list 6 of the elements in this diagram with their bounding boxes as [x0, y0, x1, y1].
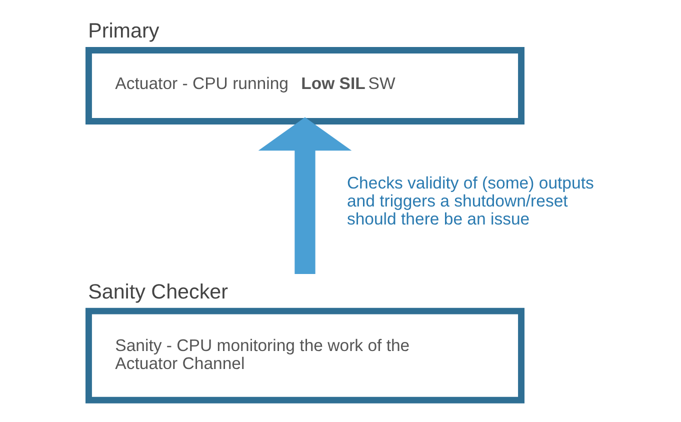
node-label: Sanity Checker: [88, 280, 228, 304]
node-label: Primary: [88, 20, 160, 43]
arrow: [258, 117, 352, 274]
node-box: Sanity - CPU monitoring the work of the Actuator Channel: [86, 308, 524, 404]
edge-label: Checks validity of (some) outputs and triggers a shutdown/reset should there be an issue: [346, 173, 594, 228]
node-box: Actuator - CPU running Low SIL SW: [86, 47, 524, 124]
